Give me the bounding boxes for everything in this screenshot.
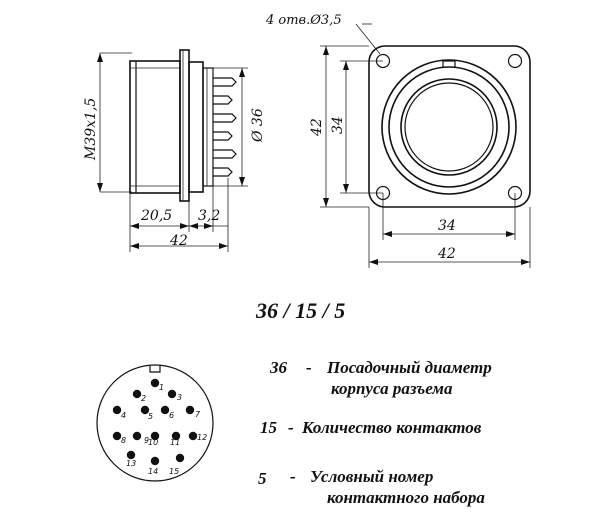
height-inner: 34 <box>330 116 346 134</box>
pin-dot-7 <box>185 405 195 415</box>
pin-dot-5 <box>140 405 150 415</box>
pin-label-12: 12 <box>197 433 207 442</box>
dim-flange: 20,5 <box>140 208 172 224</box>
pin-dot-9 <box>132 431 142 441</box>
legend-line3-num: 5 <box>258 469 267 488</box>
pin-label-10: 10 <box>148 438 158 447</box>
side-view: M39x1,5 Ø 36 <box>83 49 266 252</box>
pin-label-11: 11 <box>170 438 180 447</box>
pin-dot-15 <box>175 453 185 463</box>
pin-label-13: 13 <box>126 459 136 468</box>
pin-dot-13 <box>126 450 136 460</box>
legend-line1-text-cont: корпуса разъема <box>331 379 453 398</box>
mount-hole-tr <box>507 53 523 69</box>
legend-line2-num: 15 <box>260 418 278 437</box>
legend: 36 - Посадочный диаметр корпуса разъема … <box>258 358 492 507</box>
front-view: 4 отв.Ø3,5 42 34 34 42 <box>265 13 531 268</box>
legend-line1-dash: - <box>306 358 312 377</box>
legend-line3-text: Условный номер <box>310 467 433 486</box>
legend-line2-text: Количество контактов <box>301 418 482 437</box>
pin-label-8: 8 <box>121 436 126 445</box>
holes-label: 4 отв.Ø3,5 <box>265 13 342 28</box>
pin-dot-8 <box>112 431 122 441</box>
pin-dot-6 <box>160 405 170 415</box>
pin-label-1: 1 <box>159 383 164 392</box>
pin-label-15: 15 <box>169 467 179 476</box>
legend-line1-num: 36 <box>269 358 288 377</box>
pin-dot-10 <box>150 431 160 441</box>
pin-label-4: 4 <box>121 411 126 420</box>
pin-dot-2 <box>132 389 142 399</box>
connector-code: 36 / 15 / 5 <box>255 298 345 323</box>
width-inner: 34 <box>438 218 456 234</box>
legend-line1-text: Посадочный диаметр <box>326 358 492 377</box>
pin-dot-1 <box>150 378 160 388</box>
pin-dot-11 <box>171 431 181 441</box>
pin-dot-14 <box>150 456 160 466</box>
legend-line3-dash: - <box>290 467 296 486</box>
pin-label-2: 2 <box>141 394 146 403</box>
pin-label-9: 9 <box>144 436 149 445</box>
pin-label-5: 5 <box>148 412 153 421</box>
diameter-label: Ø 36 <box>250 108 266 143</box>
width-outer: 42 <box>437 246 456 262</box>
pin-dot-4 <box>112 405 122 415</box>
height-outer: 42 <box>309 118 325 137</box>
pin-label-7: 7 <box>195 410 201 419</box>
legend-line2-dash: - <box>288 418 294 437</box>
pin-dot-12 <box>188 431 198 441</box>
pin-dot-3 <box>167 389 177 399</box>
pin-label-14: 14 <box>148 467 158 476</box>
legend-line3-text-cont: контактного набора <box>327 488 485 507</box>
thread-label: M39x1,5 <box>83 98 99 161</box>
pin-label-3: 3 <box>177 393 182 402</box>
dim-total: 42 <box>169 233 188 249</box>
pin-label-6: 6 <box>169 411 174 420</box>
dim-pins: 3,2 <box>198 208 220 224</box>
solder-pins <box>213 77 237 177</box>
